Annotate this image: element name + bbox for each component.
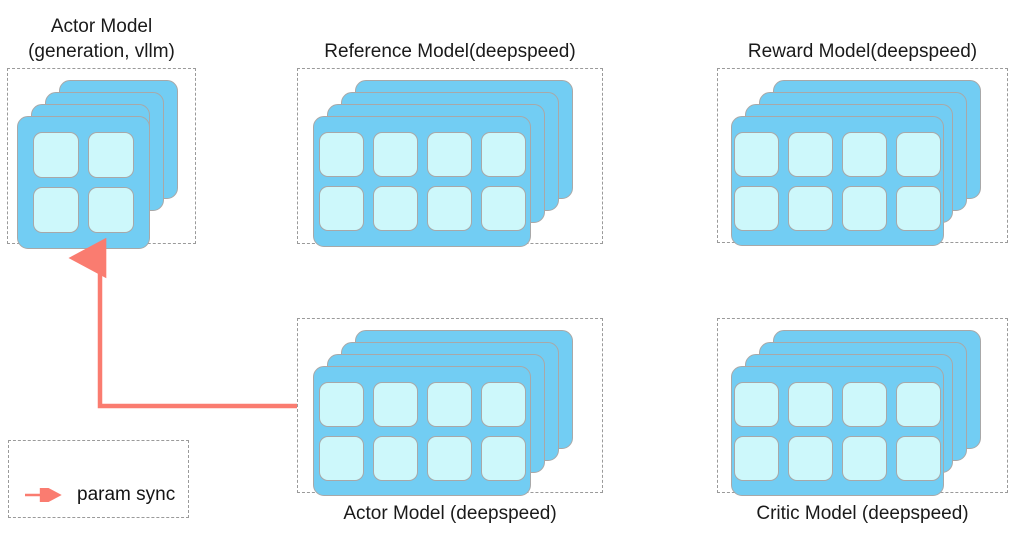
gpu-cell xyxy=(372,435,418,481)
gpu-cell xyxy=(372,186,418,231)
model-card-stack-reference-model xyxy=(297,68,603,247)
group-title-actor-model-vllm: Actor Model (generation, vllm) xyxy=(28,16,175,62)
gpu-cell xyxy=(426,381,472,427)
gpu-cell xyxy=(734,435,779,481)
model-card-layer-1-front xyxy=(313,116,531,247)
gpu-cell xyxy=(372,381,418,427)
gpu-cell xyxy=(788,131,833,177)
gpu-cell xyxy=(318,435,364,481)
gpu-cell xyxy=(480,132,526,177)
model-card-stack-actor-model-vllm xyxy=(7,68,196,249)
gpu-cell xyxy=(33,187,79,233)
gpu-cell xyxy=(480,381,526,427)
gpu-cell xyxy=(842,185,887,231)
legend-row-param-sync: param sync xyxy=(24,484,175,506)
group-actor-model-vllm[interactable]: Actor Model (generation, vllm) xyxy=(7,16,196,249)
gpu-cell xyxy=(318,381,364,427)
gpu-cell xyxy=(896,435,941,481)
gpu-cell xyxy=(33,132,79,178)
gpu-cell xyxy=(426,132,472,177)
gpu-cell xyxy=(426,435,472,481)
gpu-cell xyxy=(734,131,779,177)
gpu-cell xyxy=(842,435,887,481)
group-actor-model-deepspeed[interactable]: Actor Model (deepspeed) xyxy=(297,318,603,524)
group-title-reward-model: Reward Model(deepspeed) xyxy=(747,41,978,62)
group-reference-model[interactable]: Reference Model(deepspeed) xyxy=(297,41,603,247)
gpu-cell xyxy=(426,186,472,231)
gpu-cell xyxy=(318,186,364,231)
gpu-cell xyxy=(372,132,418,177)
legend-dashed-boundary xyxy=(8,440,189,518)
gpu-cell xyxy=(896,381,941,427)
group-title-actor-model-deepspeed: Actor Model (deepspeed) xyxy=(343,503,557,524)
gpu-cell xyxy=(788,381,833,427)
gpu-cell xyxy=(842,131,887,177)
gpu-cell xyxy=(88,187,134,233)
group-title-reference-model: Reference Model(deepspeed) xyxy=(324,41,576,62)
arrow-icon xyxy=(25,488,62,502)
gpu-cell xyxy=(734,381,779,427)
model-card-layer-1-front xyxy=(731,366,944,496)
model-card-layer-1-front xyxy=(17,116,150,249)
gpu-cell xyxy=(788,185,833,231)
gpu-cell xyxy=(788,435,833,481)
group-title-critic-model: Critic Model (deepspeed) xyxy=(756,503,969,524)
model-card-stack-critic-model xyxy=(717,318,1008,496)
gpu-cell xyxy=(896,131,941,177)
param-sync-connector xyxy=(68,237,297,409)
gpu-cell xyxy=(480,435,526,481)
gpu-cell xyxy=(896,185,941,231)
model-card-stack-reward-model xyxy=(717,68,1008,246)
gpu-cell xyxy=(88,132,134,178)
model-card-layer-1-front xyxy=(313,366,531,496)
legend-label-param-sync: param sync xyxy=(77,484,176,505)
gpu-cell xyxy=(318,132,364,177)
legend[interactable]: param sync xyxy=(8,440,189,518)
group-critic-model[interactable]: Critic Model (deepspeed) xyxy=(717,318,1008,524)
model-card-layer-1-front xyxy=(731,116,944,246)
group-reward-model[interactable]: Reward Model(deepspeed) xyxy=(717,41,1008,246)
model-card-stack-actor-model-deepspeed xyxy=(297,318,603,496)
gpu-cell xyxy=(480,186,526,231)
gpu-cell xyxy=(734,185,779,231)
gpu-cell xyxy=(842,381,887,427)
